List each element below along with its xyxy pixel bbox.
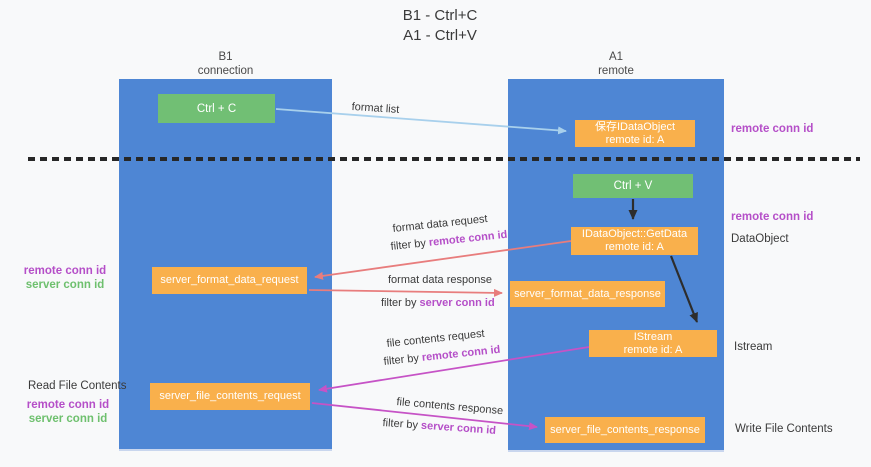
- title-line-1: B1 - Ctrl+C: [402, 7, 478, 24]
- node-server-file-contents-request-label: server_file_contents_request: [159, 390, 301, 402]
- node-server-format-data-response-label: server_format_data_response: [514, 287, 661, 300]
- annotation-remote-conn-id-mid: remote conn id: [731, 211, 814, 223]
- node-server-file-contents-response: server_file_contents_response: [545, 417, 705, 443]
- annotation-remote-conn-id-top: remote conn id: [731, 123, 814, 135]
- node-server-format-data-response: server_format_data_response: [510, 281, 665, 307]
- filter-by-text: filter by: [383, 352, 420, 368]
- lane-header-b1: B1 connection: [119, 50, 332, 78]
- diagram-title: B1 - Ctrl+C A1 - Ctrl+V: [330, 6, 550, 46]
- label-format-list: format list: [351, 101, 400, 116]
- node-istream-line1: IStream: [633, 330, 673, 343]
- node-idataobject-getdata: IDataObject::GetData remote id: A: [571, 227, 698, 255]
- filter-by-text: filter by: [382, 417, 419, 432]
- phase-separator-dashed-line: [28, 157, 860, 161]
- lane-a1-role: remote: [598, 65, 634, 77]
- label-format-data-response: format data response: [388, 274, 492, 286]
- node-save-idataobject-line1: 保存IDataObject: [594, 120, 676, 133]
- label-file-contents-response: file contents response: [395, 396, 504, 418]
- lane-a1-name: A1: [608, 51, 624, 63]
- remote-conn-id-highlight: remote conn id: [421, 343, 501, 364]
- annotation-conn-ids-file: remote conn id server conn id: [26, 398, 110, 426]
- lane-header-a1: A1 remote: [508, 50, 724, 78]
- server-conn-id-highlight: server conn id: [420, 419, 497, 437]
- node-save-idataobject-line2: remote id: A: [605, 133, 665, 146]
- lane-b1-name: B1: [218, 51, 233, 63]
- node-ctrl-c: Ctrl + C: [158, 94, 275, 123]
- node-server-file-contents-response-label: server_file_contents_response: [550, 423, 700, 436]
- filter-by-text: filter by: [390, 237, 427, 253]
- filter-by-text: filter by: [381, 297, 417, 309]
- annotation-conn-ids-format: remote conn id server conn id: [23, 264, 107, 292]
- title-line-2: A1 - Ctrl+V: [403, 27, 477, 44]
- annotation-dataobject: DataObject: [731, 233, 789, 245]
- server-conn-id-highlight: server conn id: [419, 297, 495, 309]
- annotation-read-file-contents: Read File Contents: [28, 380, 127, 392]
- node-ctrl-c-label: Ctrl + C: [196, 102, 237, 115]
- remote-conn-id-label: remote conn id: [23, 265, 107, 277]
- node-server-format-data-request: server_format_data_request: [152, 267, 307, 294]
- node-server-file-contents-request: server_file_contents_request: [150, 383, 310, 410]
- remote-conn-id-highlight: remote conn id: [428, 228, 508, 249]
- server-conn-id-label: server conn id: [25, 279, 105, 291]
- server-conn-id-label: server conn id: [28, 413, 108, 425]
- edge-format-data-response-arrow: [308, 288, 503, 297]
- lane-b1-role: connection: [197, 65, 254, 77]
- remote-conn-id-label: remote conn id: [26, 399, 110, 411]
- annotation-write-file-contents: Write File Contents: [735, 423, 833, 435]
- node-idataobject-getdata-line2: remote id: A: [605, 241, 664, 253]
- node-istream-line2: remote id: A: [623, 343, 683, 356]
- node-idataobject-getdata-line1: IDataObject::GetData: [581, 228, 688, 240]
- annotation-istream: Istream: [734, 341, 773, 353]
- node-istream: IStream remote id: A: [589, 330, 717, 357]
- node-save-idataobject: 保存IDataObject remote id: A: [575, 120, 695, 147]
- node-ctrl-v: Ctrl + V: [573, 174, 693, 198]
- node-ctrl-v-label: Ctrl + V: [613, 180, 653, 192]
- node-server-format-data-request-label: server_format_data_request: [160, 274, 299, 286]
